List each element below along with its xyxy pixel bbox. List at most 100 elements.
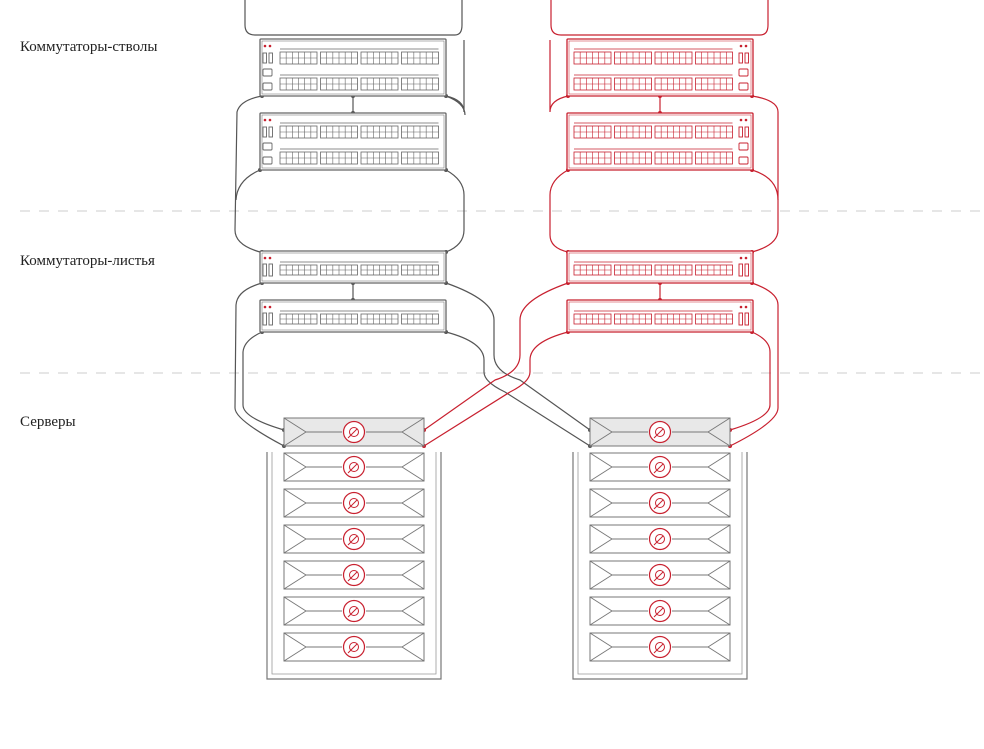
server: [283, 596, 425, 626]
status-led: [268, 305, 272, 309]
spine-switch-left-1: [259, 38, 447, 97]
port-block: [654, 313, 693, 325]
sfp-port: [262, 52, 267, 64]
port-block: [401, 51, 439, 65]
mgmt-port: [738, 82, 749, 91]
port-block: [360, 264, 399, 276]
sfp-port: [268, 263, 273, 277]
sfp-port: [268, 52, 273, 64]
server: [589, 452, 731, 482]
status-led: [739, 44, 743, 48]
port-block: [654, 151, 693, 165]
server: [283, 632, 425, 662]
status-led: [268, 256, 272, 260]
section-dividers: [20, 210, 984, 374]
port-block: [401, 125, 439, 139]
port-block: [614, 151, 652, 165]
disk-icon: [648, 455, 672, 479]
cable-spine-leaf: [549, 169, 569, 253]
rack-frame: [572, 452, 748, 680]
port-block: [360, 125, 399, 139]
label-leaf-switches: Коммутаторы-листья: [20, 253, 155, 269]
port-block: [279, 264, 318, 276]
server: [589, 560, 731, 590]
port-block: [279, 51, 318, 65]
port-block: [573, 51, 612, 65]
leaf-switch-left-1: [259, 250, 447, 284]
port-block: [320, 264, 358, 276]
rack-frame: [266, 452, 442, 680]
console-port: [262, 142, 273, 151]
sfp-port: [738, 312, 743, 326]
port-block: [695, 125, 733, 139]
cable-spine-leaf: [445, 169, 465, 253]
status-led: [263, 118, 267, 122]
disk-icon: [648, 491, 672, 515]
cable: [751, 169, 779, 201]
port-block: [360, 51, 399, 65]
disk-icon: [648, 527, 672, 551]
port-block: [279, 313, 318, 325]
port-block: [279, 151, 318, 165]
server: [589, 524, 731, 554]
port-block: [573, 125, 612, 139]
label-servers: Серверы: [20, 414, 76, 430]
port-block: [401, 77, 439, 91]
status-led: [263, 305, 267, 309]
status-led: [739, 256, 743, 260]
disk-icon: [648, 635, 672, 659]
cable-spine-top: [550, 0, 769, 36]
sfp-port: [744, 312, 749, 326]
switches: [259, 38, 754, 333]
sfp-port: [262, 126, 267, 138]
port-block: [320, 125, 358, 139]
port-block: [654, 264, 693, 276]
port-block: [695, 151, 733, 165]
server: [589, 632, 731, 662]
disk-icon: [648, 563, 672, 587]
mgmt-port: [738, 156, 749, 165]
cable-leaf-server: [729, 282, 779, 447]
server: [283, 488, 425, 518]
cable-leaf-server: [445, 282, 591, 431]
port-block: [320, 51, 358, 65]
port-block: [573, 77, 612, 91]
cable-leaf-server: [729, 331, 771, 431]
port-block: [360, 151, 399, 165]
disk-icon: [648, 599, 672, 623]
sfp-port: [268, 312, 273, 326]
cable-leaf-server: [242, 331, 285, 431]
leaf-switch-left-2: [259, 299, 447, 333]
port-block: [573, 264, 612, 276]
label-spine-switches: Коммутаторы-стволы: [20, 39, 158, 55]
leaf-switch-right-2: [566, 299, 754, 333]
server: [283, 417, 425, 447]
console-port: [738, 142, 749, 151]
leaf-switch-right-1: [566, 250, 754, 284]
sfp-port: [744, 126, 749, 138]
server: [589, 417, 731, 447]
port-block: [614, 313, 652, 325]
server-racks: [266, 417, 748, 680]
cable: [445, 40, 465, 113]
port-block: [360, 313, 399, 325]
cable-spine-leaf: [751, 95, 779, 253]
sfp-port: [738, 263, 743, 277]
disk-icon: [342, 491, 366, 515]
port-block: [654, 77, 693, 91]
disk-icon: [648, 420, 672, 444]
server: [283, 560, 425, 590]
cable: [235, 169, 261, 201]
port-block: [695, 313, 733, 325]
port-block: [573, 313, 612, 325]
port-block: [279, 125, 318, 139]
sfp-port: [744, 263, 749, 277]
sfp-port: [262, 263, 267, 277]
port-block: [654, 51, 693, 65]
status-led: [744, 118, 748, 122]
console-port: [738, 68, 749, 77]
status-led: [739, 305, 743, 309]
port-block: [320, 151, 358, 165]
server: [589, 596, 731, 626]
